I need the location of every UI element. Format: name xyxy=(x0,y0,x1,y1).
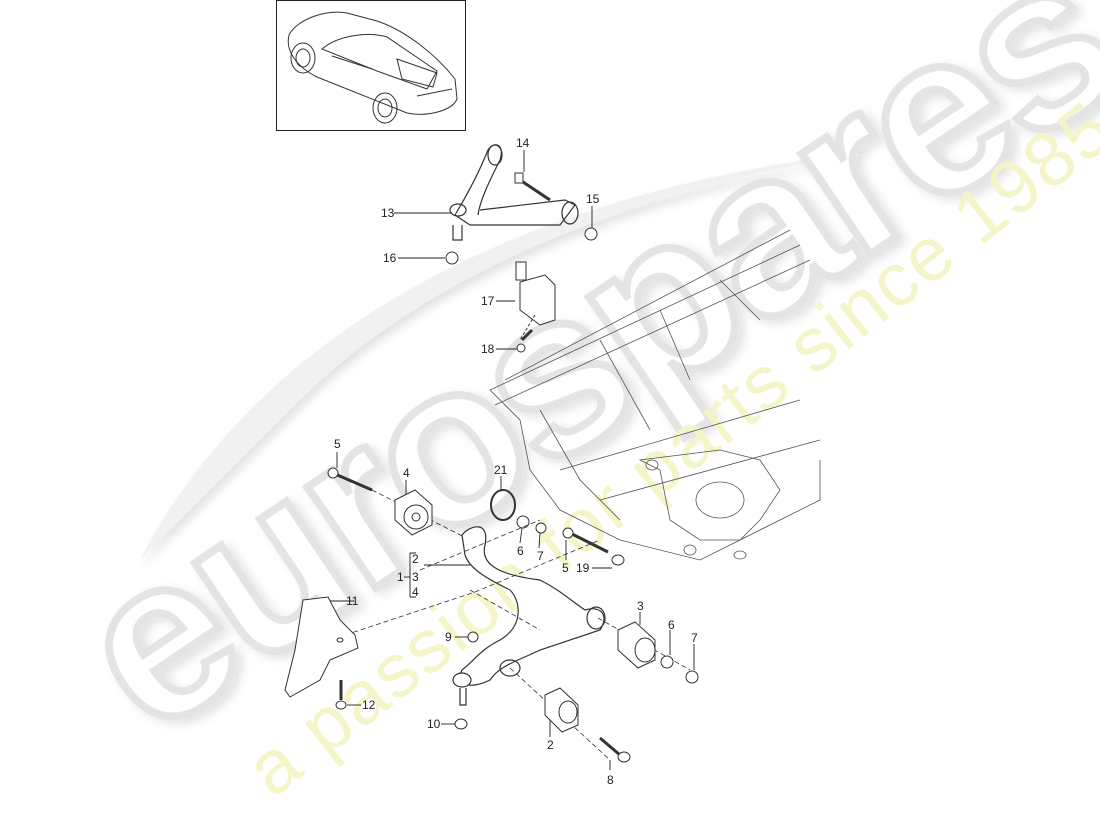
bushing-3 xyxy=(617,621,656,669)
callout-1-sub-2[interactable]: 2 xyxy=(412,552,419,566)
callout-4[interactable]: 4 xyxy=(403,466,410,480)
bolt-5-right xyxy=(569,531,609,554)
car-icon xyxy=(287,11,458,124)
callout-17[interactable]: 17 xyxy=(481,294,495,308)
bolt-18 xyxy=(520,328,534,342)
bushing-4 xyxy=(394,489,433,536)
upper-control-arm xyxy=(449,144,579,241)
bolt-14 xyxy=(519,178,551,202)
bolt-5-left xyxy=(334,472,373,492)
bracket-11 xyxy=(284,596,359,698)
subframe xyxy=(489,229,821,561)
ring-21 xyxy=(490,489,516,521)
callout-12[interactable]: 12 xyxy=(362,698,376,712)
callout-11[interactable]: 11 xyxy=(346,594,359,608)
callout-16[interactable]: 16 xyxy=(383,251,397,265)
bushing-2 xyxy=(544,687,579,733)
callout-5-right[interactable]: 5 xyxy=(562,561,569,575)
callout-10[interactable]: 10 xyxy=(427,717,441,731)
callout-2[interactable]: 2 xyxy=(547,738,554,752)
callout-1-sub-4[interactable]: 4 xyxy=(412,585,419,599)
callout-1-sub-3[interactable]: 3 xyxy=(412,570,419,584)
callout-7-upper[interactable]: 7 xyxy=(537,549,544,563)
callout-14[interactable]: 14 xyxy=(516,136,530,150)
sensor-17 xyxy=(515,261,556,341)
callout-3[interactable]: 3 xyxy=(637,599,644,613)
callout-18[interactable]: 18 xyxy=(481,342,495,356)
callout-21[interactable]: 21 xyxy=(494,463,508,477)
callout-15[interactable]: 15 xyxy=(586,192,600,206)
callout-8[interactable]: 8 xyxy=(607,773,614,787)
callout-7-lower[interactable]: 7 xyxy=(691,631,698,645)
callout-6-lower[interactable]: 6 xyxy=(668,618,675,632)
callout-19[interactable]: 19 xyxy=(576,561,590,575)
bolt-8 xyxy=(599,736,621,757)
callout-1[interactable]: 1 xyxy=(397,570,404,584)
callout-13[interactable]: 13 xyxy=(381,206,395,220)
callout-5-left[interactable]: 5 xyxy=(334,437,341,451)
lower-control-arm xyxy=(452,526,606,706)
callout-9[interactable]: 9 xyxy=(445,630,452,644)
callout-6-upper[interactable]: 6 xyxy=(517,544,524,558)
vehicle-thumbnail[interactable] xyxy=(276,0,466,131)
